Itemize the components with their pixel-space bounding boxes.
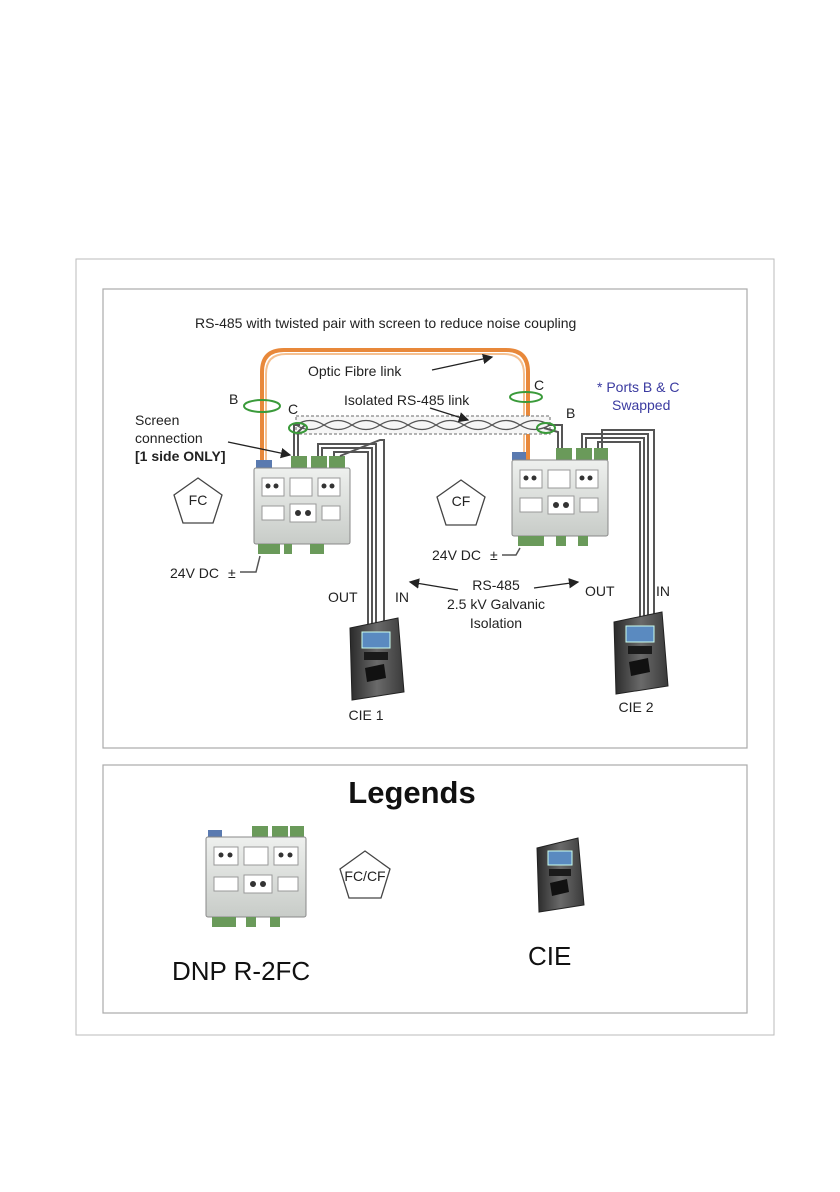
port-b-right-label: B [566,405,575,421]
out-left-label: OUT [328,589,358,605]
optic-fibre-label: Optic Fibre link [308,363,402,379]
power-left-symbol: ± [228,565,236,581]
port-b-left-label: B [229,391,238,407]
screen-note-line1: Screen [135,412,179,428]
isolated-rs485-link [296,416,550,434]
in-left-label: IN [395,589,409,605]
legend-title: Legends [348,775,475,810]
legend-cie-icon [537,838,584,912]
screen-note-line2: connection [135,430,203,446]
swap-note-line2: Swapped [612,397,670,413]
cie1-label: CIE 1 [348,707,383,723]
cie2-panel [614,612,668,694]
fc-device [254,456,350,554]
out-right-label: OUT [585,583,615,599]
in-right-label: IN [656,583,670,599]
cie1-panel [350,618,404,700]
cf-label: CF [452,493,471,509]
cf-device [512,448,608,546]
port-c-left-label: C [288,401,298,417]
rs485-line3: Isolation [470,615,522,631]
screen-note-line3: [1 side ONLY] [135,448,226,464]
power-right-label: 24V DC [432,547,481,563]
top-note: RS-485 with twisted pair with screen to … [195,315,576,331]
fc-label: FC [189,492,208,508]
power-right-symbol: ± [490,547,498,563]
legend-fccf-label: FC/CF [344,868,385,884]
legend-device-label: DNP R-2FC [172,956,310,986]
legend-cie-label: CIE [528,941,571,971]
rs485-line1: RS-485 [472,577,520,593]
power-left-label: 24V DC [170,565,219,581]
cie2-label: CIE 2 [618,699,653,715]
legend-device-icon [206,826,306,927]
isolated-link-label: Isolated RS-485 link [344,392,470,408]
rs485-line2: 2.5 kV Galvanic [447,596,545,612]
port-c-right-label: C [534,377,544,393]
swap-note-line1: * Ports B & C [597,379,679,395]
